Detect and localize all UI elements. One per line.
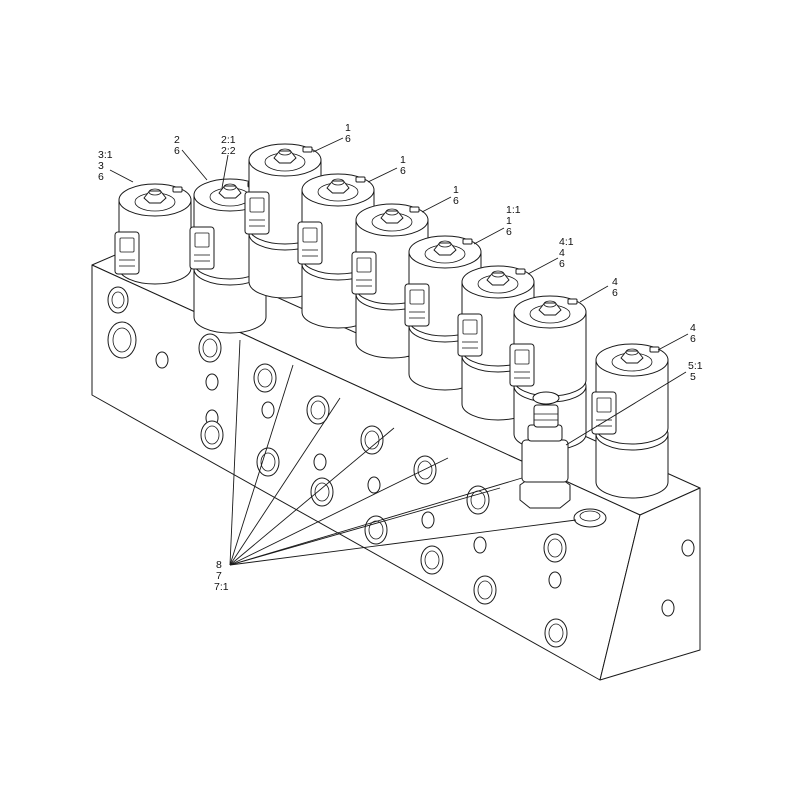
callout-label: 4	[612, 276, 618, 288]
callout-label: 3:1	[98, 149, 113, 161]
connector-plug	[351, 251, 377, 295]
callout-label: 6	[612, 287, 618, 299]
port	[367, 476, 381, 494]
callout-label: 1	[400, 154, 406, 166]
leader-line	[312, 137, 344, 153]
connector-plug	[114, 231, 140, 275]
leader-line	[367, 167, 398, 183]
leader-line	[109, 169, 134, 183]
callout-label: 6	[559, 258, 565, 270]
callout-label: 6	[506, 226, 512, 238]
connector-plug	[404, 283, 430, 327]
callout-label: 6	[98, 171, 104, 183]
port-plug	[573, 508, 607, 528]
connector-plug	[297, 221, 323, 265]
callout-label: 4	[559, 247, 565, 259]
port	[421, 511, 435, 529]
callout-labels: 3:1 3 6 2 6 2:1 2:2 1 6 1 6 1 6 1:1 1 6 …	[98, 122, 703, 593]
port	[310, 477, 334, 507]
leader-line	[421, 196, 452, 213]
callout-label: 4	[690, 322, 696, 334]
callout-label: 2:2	[221, 145, 236, 157]
callout-label: 5:1	[688, 360, 703, 372]
callout-label: 5	[690, 371, 696, 383]
solenoid-valve	[114, 183, 192, 285]
port	[200, 420, 224, 450]
solenoid-valve	[509, 295, 587, 451]
port	[261, 401, 275, 419]
callout-label: 6	[690, 333, 696, 345]
connector-plug	[509, 343, 535, 387]
port	[413, 455, 437, 485]
callout-label: 1	[506, 215, 512, 227]
callout-label: 3	[98, 160, 104, 172]
leader-lines	[109, 137, 689, 566]
leader-line	[221, 154, 229, 189]
port	[473, 536, 487, 554]
callout-label: 8	[216, 559, 222, 571]
solenoid-coil-stack	[114, 143, 669, 499]
port	[466, 485, 490, 515]
manifold-end-face	[599, 487, 701, 681]
port	[420, 545, 444, 575]
port	[473, 575, 497, 605]
port	[198, 333, 222, 363]
port	[544, 618, 568, 648]
callout-label: 6	[400, 165, 406, 177]
leader-fan	[229, 339, 577, 566]
port	[661, 599, 675, 617]
port	[107, 286, 129, 314]
solenoid-valve	[591, 343, 669, 499]
relief-valve-cartridge	[519, 391, 571, 509]
callout-label: 2	[174, 134, 180, 146]
callout-label: 4:1	[559, 236, 574, 248]
port	[306, 395, 330, 425]
solenoid-valve	[189, 178, 267, 334]
connector-plug	[457, 313, 483, 357]
callout-label: 2:1	[221, 134, 236, 146]
leader-line	[527, 257, 559, 275]
callout-label: 1	[453, 184, 459, 196]
port	[256, 447, 280, 477]
port	[155, 351, 169, 369]
callout-label: 1:1	[506, 204, 521, 216]
callout-label: 7:1	[214, 581, 229, 593]
port	[313, 453, 327, 471]
callout-label: 6	[453, 195, 459, 207]
leader-line	[181, 149, 208, 181]
manifold-ports	[107, 286, 695, 648]
port	[681, 539, 695, 557]
leader-line	[565, 371, 687, 446]
leader-line	[579, 285, 609, 303]
port	[543, 533, 567, 563]
leader-line	[473, 227, 505, 245]
leader-line	[657, 333, 689, 351]
connector-plug	[591, 391, 617, 435]
port	[364, 515, 388, 545]
port	[205, 373, 219, 391]
callout-label: 7	[216, 570, 222, 582]
port	[107, 321, 137, 359]
connector-plug	[244, 191, 270, 235]
callout-label: 6	[345, 133, 351, 145]
port	[548, 571, 562, 589]
port	[253, 363, 277, 393]
callout-label: 6	[174, 145, 180, 157]
connector-plug	[189, 226, 215, 270]
callout-label: 1	[345, 122, 351, 134]
